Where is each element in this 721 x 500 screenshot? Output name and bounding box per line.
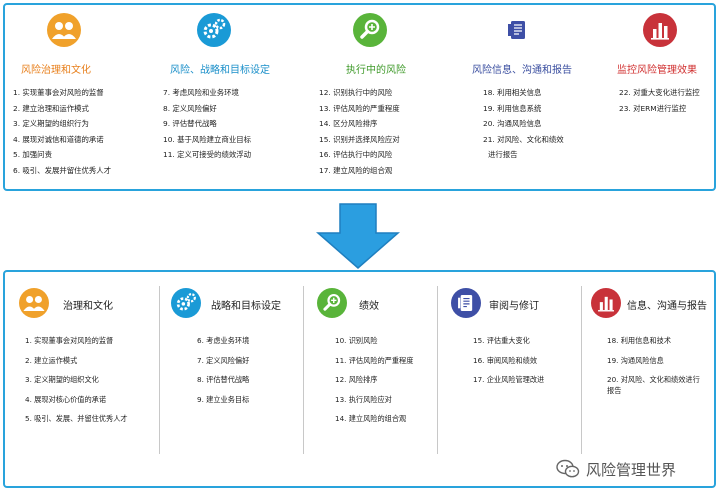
top-column-title: 风险治理和文化	[21, 65, 91, 76]
list-item: 5. 吸引、发展、并留住优秀人才	[25, 414, 128, 423]
list-item: 20. 沟通风险信息	[483, 119, 542, 128]
top-column-title: 风险信息、沟通和报告	[472, 65, 572, 76]
list-item: 13. 执行风险应对	[335, 394, 392, 404]
bar-chart-icon	[643, 13, 677, 47]
top-column-execution: 执行中的风险 12. 识别执行中的风险 13. 评估风险的严重程度 14. 区分…	[311, 5, 441, 189]
list-item: 9. 建立业务目标	[197, 394, 250, 404]
list-item: 19. 利用信息系统	[483, 103, 542, 113]
new-framework-panel: 治理和文化 1. 实现董事会对风险的监督 2. 建立运作模式 3. 定义期望的组…	[3, 270, 716, 488]
bottom-column-items: 6. 考虑业务环境 7. 定义风险偏好 8. 评估替代战略 9. 建立业务目标	[197, 331, 249, 409]
watermark-text: 风险管理世界	[586, 460, 677, 479]
list-item: 1. 实现董事会对风险的监督	[25, 336, 114, 345]
list-item: 7. 考虑风险和业务环境	[163, 88, 239, 97]
top-column-items: 7. 考虑风险和业务环境 8. 定义风险偏好 9. 评估替代战略 10. 基于风…	[163, 85, 251, 163]
list-item: 11. 评估风险的严重程度	[335, 355, 414, 365]
bottom-column-title: 审阅与修订	[489, 301, 539, 312]
bottom-column-items: 18. 利用信息和技术 19. 沟通风险信息 20. 对风险、文化和绩效进行报告	[607, 331, 705, 396]
list-item: 6. 吸引、发展并留住优秀人才	[13, 165, 112, 175]
column-divider	[159, 286, 160, 454]
list-item: 15. 识别并选择风险应对	[319, 134, 400, 144]
list-item: 4. 展现对核心价值的承诺	[25, 394, 107, 404]
column-divider	[303, 286, 304, 454]
bottom-column-governance: 治理和文化 1. 实现董事会对风险的监督 2. 建立运作模式 3. 定义期望的组…	[5, 286, 151, 486]
list-item: 4. 展现对诚信和道德的承诺	[13, 134, 104, 144]
bottom-column-title: 信息、沟通与报告	[627, 301, 707, 312]
list-item: 18. 利用信息和技术	[607, 336, 672, 345]
column-divider	[437, 286, 438, 454]
people-icon	[19, 288, 49, 318]
wechat-icon	[556, 459, 580, 478]
list-item: 5. 加强问责	[13, 150, 52, 159]
top-column-governance: 风险治理和文化 1. 实现董事会对风险的监督 2. 建立治理和运作模式 3. 定…	[5, 5, 141, 189]
top-column-items: 18. 利用相关信息 19. 利用信息系统 20. 沟通风险信息 21. 对风险…	[483, 85, 564, 163]
document-icon	[501, 13, 535, 47]
list-item: 3. 定义期望的组织文化	[25, 375, 99, 384]
list-item: 8. 评估替代战略	[197, 375, 250, 384]
list-item: 3. 定义期望的组织行为	[13, 119, 89, 128]
list-item: 10. 基于风险建立商业目标	[163, 134, 252, 144]
list-item: 23. 对ERM进行监控	[619, 103, 687, 113]
gears-icon	[171, 288, 201, 318]
list-item: 9. 评估替代战略	[163, 119, 217, 128]
bottom-column-title: 绩效	[359, 301, 379, 312]
list-item: 12. 风险排序	[335, 375, 378, 384]
top-column-monitoring: 监控风险管理效果 22. 对重大变化进行监控 23. 对ERM进行监控	[599, 5, 714, 189]
bottom-column-items: 10. 识别风险 11. 评估风险的严重程度 12. 风险排序 13. 执行风险…	[335, 331, 413, 429]
top-column-title: 监控风险管理效果	[617, 65, 697, 76]
list-item: 22. 对重大变化进行监控	[619, 88, 700, 97]
list-item: 19. 沟通风险信息	[607, 355, 664, 365]
document-icon	[451, 288, 481, 318]
bottom-column-review: 审阅与修订 15. 评估重大变化 16. 审阅风险和绩效 17. 企业风险管理改…	[439, 286, 579, 486]
list-item: 6. 考虑业务环境	[197, 336, 250, 345]
top-column-title: 执行中的风险	[346, 65, 406, 76]
bottom-column-strategy: 战略和目标设定 6. 考虑业务环境 7. 定义风险偏好 8. 评估替代战略 9.…	[161, 286, 301, 486]
list-item: 10. 识别风险	[335, 336, 378, 345]
list-item: 7. 定义风险偏好	[197, 355, 250, 365]
top-column-information: 风险信息、沟通和报告 18. 利用相关信息 19. 利用信息系统 20. 沟通风…	[457, 5, 587, 189]
list-item: 17. 企业风险管理改进	[473, 375, 545, 384]
list-item: 13. 评估风险的严重程度	[319, 103, 400, 113]
magnifier-icon	[317, 288, 347, 318]
list-item: 11. 定义可接受的绩效浮动	[163, 150, 252, 159]
bottom-column-items: 1. 实现董事会对风险的监督 2. 建立运作模式 3. 定义期望的组织文化 4.…	[25, 331, 128, 429]
magnifier-icon	[353, 13, 387, 47]
list-item: 21. 对风险、文化和绩效	[483, 134, 564, 144]
list-item: 17. 建立风险的组合观	[319, 165, 393, 175]
column-divider	[581, 286, 582, 454]
list-item: 2. 建立运作模式	[25, 355, 78, 365]
list-item: 20. 对风险、文化和绩效进行报告	[607, 375, 700, 395]
list-item: 8. 定义风险偏好	[163, 103, 217, 113]
list-item: 14. 区分风险排序	[319, 119, 378, 128]
watermark: 风险管理世界	[556, 458, 676, 480]
top-column-strategy: 风险、战略和目标设定 7. 考虑风险和业务环境 8. 定义风险偏好 9. 评估替…	[155, 5, 285, 189]
bar-chart-icon	[591, 288, 621, 318]
list-item: 14. 建立风险的组合观	[335, 414, 407, 423]
old-framework-panel: 风险治理和文化 1. 实现董事会对风险的监督 2. 建立治理和运作模式 3. 定…	[3, 3, 716, 191]
bottom-column-items: 15. 评估重大变化 16. 审阅风险和绩效 17. 企业风险管理改进	[473, 331, 544, 390]
people-icon	[47, 13, 81, 47]
gears-icon	[197, 13, 231, 47]
bottom-column-title: 战略和目标设定	[211, 301, 281, 312]
top-column-items: 1. 实现董事会对风险的监督 2. 建立治理和运作模式 3. 定义期望的组织行为…	[13, 85, 111, 178]
list-item: 1. 实现董事会对风险的监督	[13, 88, 104, 97]
list-item: 16. 审阅风险和绩效	[473, 355, 538, 365]
list-item: 2. 建立治理和运作模式	[13, 103, 89, 113]
top-column-items: 12. 识别执行中的风险 13. 评估风险的严重程度 14. 区分风险排序 15…	[319, 85, 400, 178]
list-item: 15. 评估重大变化	[473, 336, 530, 345]
top-column-items: 22. 对重大变化进行监控 23. 对ERM进行监控	[619, 85, 700, 116]
bottom-column-information: 信息、沟通与报告 18. 利用信息和技术 19. 沟通风险信息 20. 对风险、…	[583, 286, 713, 486]
list-item: 12. 识别执行中的风险	[319, 88, 393, 97]
list-item: 18. 利用相关信息	[483, 88, 542, 97]
down-arrow-icon	[316, 203, 400, 269]
list-item: 16. 评估执行中的风险	[319, 150, 393, 159]
top-column-title: 风险、战略和目标设定	[170, 65, 270, 76]
list-item: 进行报告	[488, 150, 518, 159]
bottom-column-title: 治理和文化	[63, 301, 113, 312]
bottom-column-performance: 绩效 10. 识别风险 11. 评估风险的严重程度 12. 风险排序 13. 执…	[305, 286, 435, 486]
